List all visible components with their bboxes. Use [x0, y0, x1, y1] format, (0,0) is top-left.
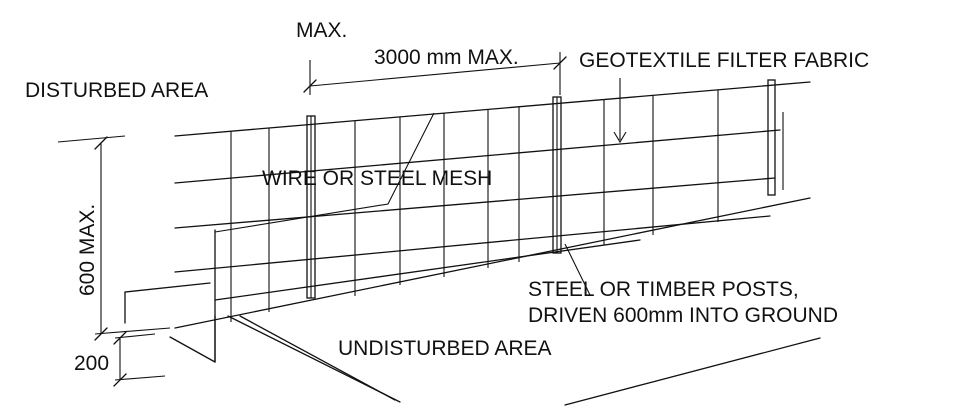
mesh-leader: [214, 112, 435, 233]
embed-label: 200: [74, 352, 109, 375]
spacing-label: 3000 mm MAX.: [374, 46, 519, 69]
posts-label-line2: DRIVEN 600mm INTO GROUND: [528, 304, 838, 327]
undisturbed-area-label: UNDISTURBED AREA: [338, 337, 552, 360]
posts-label-line1: STEEL OR TIMBER POSTS,: [528, 278, 799, 301]
embed-dimension: [113, 331, 166, 387]
height-label: 600 MAX.: [76, 204, 99, 296]
mesh-verticals: [230, 90, 719, 322]
mesh-label: WIRE OR STEEL MESH: [262, 167, 492, 190]
fence-wires: [174, 81, 811, 329]
height-dimension: [57, 135, 171, 341]
fence-posts: [306, 79, 784, 299]
spacing-dimension: [303, 52, 567, 95]
posts-leader: [564, 243, 591, 296]
geotextile-label: GEOTEXTILE FILTER FABRIC: [579, 49, 869, 72]
disturbed-area-label: DISTURBED AREA: [25, 79, 208, 102]
trench-detail: [124, 229, 821, 406]
geotextile-arrow: [613, 78, 627, 144]
max-top-label: MAX.: [296, 19, 347, 42]
